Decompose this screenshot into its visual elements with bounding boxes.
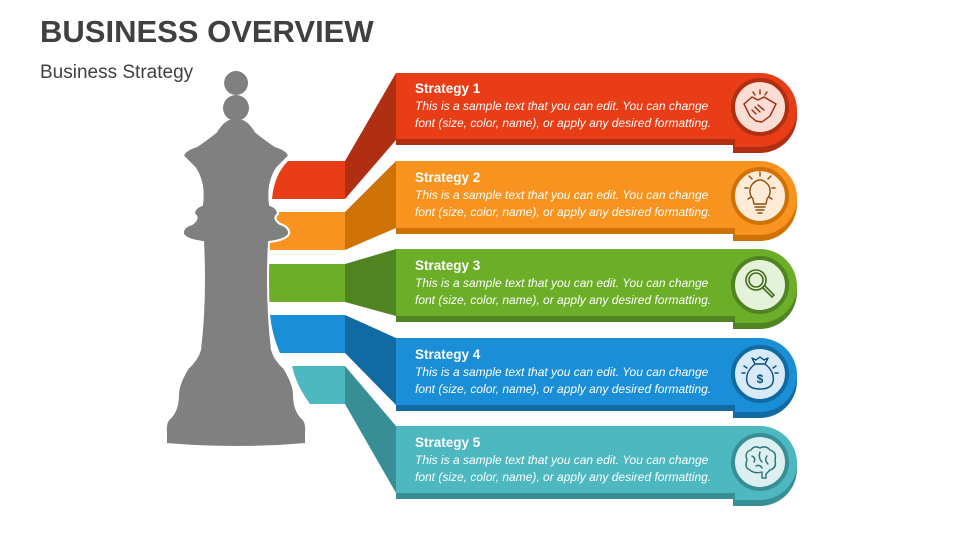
page-subtitle: Business Strategy [40,62,194,83]
handshake-icon [743,89,777,123]
strategy-title: Strategy 4 [415,347,481,362]
strategy-text-line2: font (size, color, name), or apply any d… [415,470,712,484]
connector-2 [345,161,396,250]
band-3 [267,264,345,302]
strategy-card-4 [396,338,797,418]
band-2 [270,212,345,250]
strategy-text-line2: font (size, color, name), or apply any d… [415,293,712,307]
strategy-text-line1: This is a sample text that you can edit.… [415,99,709,113]
svg-text:$: $ [757,372,764,386]
queen-crown-ball [223,95,249,121]
band-5 [292,366,345,404]
connector-1 [345,73,396,199]
queen-body [164,69,308,448]
lightbulb-icon [744,171,776,214]
strategy-cards [396,73,797,506]
strategy-text-line1: This is a sample text that you can edit.… [415,188,709,202]
page-title: BUSINESS OVERVIEW [40,14,374,49]
strategy-text-line2: font (size, color, name), or apply any d… [415,116,712,130]
strategy-card-2-text: Strategy 2 This is a sample text that yo… [415,170,745,221]
strategy-text-line1: This is a sample text that you can edit.… [415,276,709,290]
connector-3 [345,249,396,316]
band-1 [272,161,345,199]
strategy-title: Strategy 3 [415,258,481,273]
strategy-card-1 [396,73,797,153]
magnifier-icon [745,269,776,299]
strategy-card-3-text: Strategy 3 This is a sample text that yo… [415,258,745,309]
strategy-text-line2: font (size, color, name), or apply any d… [415,205,712,219]
connector-5 [345,366,396,493]
connectors [345,73,396,493]
strategy-text-line2: font (size, color, name), or apply any d… [415,382,712,396]
left-bands [267,161,345,404]
strategy-card-4-text: Strategy 4 This is a sample text that yo… [415,347,745,398]
connector-4 [345,315,396,405]
chess-queen-icon [164,69,308,448]
strategy-title: Strategy 5 [415,435,481,450]
strategy-text-line1: This is a sample text that you can edit.… [415,365,709,379]
strategy-card-5 [396,426,797,506]
money-bag-icon: $ [741,356,779,390]
band-4 [270,315,345,353]
strategy-title: Strategy 2 [415,170,481,185]
strategy-card-5-text: Strategy 5 This is a sample text that yo… [415,435,745,486]
strategy-card-1-text: Strategy 1 This is a sample text that yo… [415,81,745,132]
brain-icon [745,446,777,479]
strategy-title: Strategy 1 [415,81,481,96]
strategy-card-2 [396,161,797,241]
strategy-text-line1: This is a sample text that you can edit.… [415,453,709,467]
